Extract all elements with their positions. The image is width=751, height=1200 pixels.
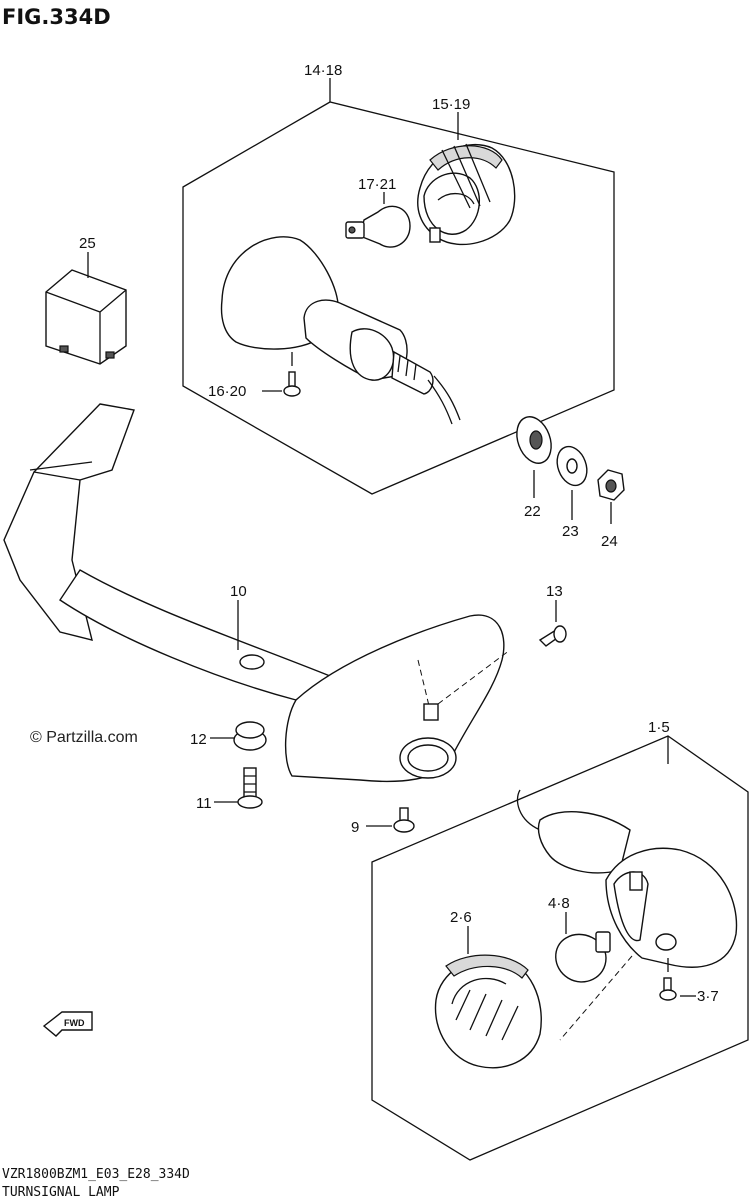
callout-10: 10 bbox=[230, 583, 247, 600]
part-23-washer bbox=[556, 445, 588, 487]
part-22-grommet bbox=[516, 416, 552, 464]
part-12-grommet bbox=[233, 721, 267, 751]
callout-17-21: 17·21 bbox=[358, 176, 396, 193]
part-3-7-screw bbox=[659, 977, 677, 1001]
watermark: © Partzilla.com bbox=[30, 729, 138, 746]
callout-11: 11 bbox=[196, 795, 212, 812]
part-2-6-lens bbox=[434, 954, 542, 1069]
callout-2-6: 2·6 bbox=[450, 909, 472, 926]
callout-1-5: 1·5 bbox=[648, 719, 670, 736]
fwd-arrow-icon: FWD bbox=[42, 1011, 93, 1037]
part-14-18-shell bbox=[220, 236, 461, 425]
callout-24: 24 bbox=[601, 533, 618, 550]
part-4-8-bulb bbox=[555, 931, 611, 983]
callout-13: 13 bbox=[546, 583, 563, 600]
footer-section-name: TURNSIGNAL LAMP bbox=[2, 1185, 120, 1200]
part-24-nut bbox=[597, 469, 625, 501]
part-1-5-shell bbox=[516, 789, 738, 1041]
part-17-21-bulb bbox=[345, 205, 411, 248]
callout-25: 25 bbox=[79, 235, 96, 252]
callout-15-19: 15·19 bbox=[432, 96, 470, 113]
callout-12: 12 bbox=[190, 731, 207, 748]
callout-9: 9 bbox=[351, 819, 359, 836]
callout-3-7: 3·7 bbox=[697, 988, 719, 1005]
part-13-screw bbox=[538, 625, 567, 647]
callout-23: 23 bbox=[562, 523, 579, 540]
part-10-bracket bbox=[3, 403, 511, 783]
footer-model-code: VZR1800BZM1_E03_E28_334D bbox=[2, 1167, 190, 1182]
fwd-label: FWD bbox=[64, 1018, 85, 1028]
part-15-19-lens bbox=[417, 143, 516, 246]
callout-4-8: 4·8 bbox=[548, 895, 570, 912]
callout-22: 22 bbox=[524, 503, 541, 520]
part-11-bolt bbox=[237, 767, 263, 809]
callout-14-18: 14·18 bbox=[304, 62, 342, 79]
part-9-screw bbox=[393, 807, 415, 833]
part-16-20-screw bbox=[283, 371, 301, 397]
callout-16-20: 16·20 bbox=[208, 383, 246, 400]
figure-title: FIG.334D bbox=[2, 5, 111, 29]
part-25-relay bbox=[45, 269, 127, 365]
